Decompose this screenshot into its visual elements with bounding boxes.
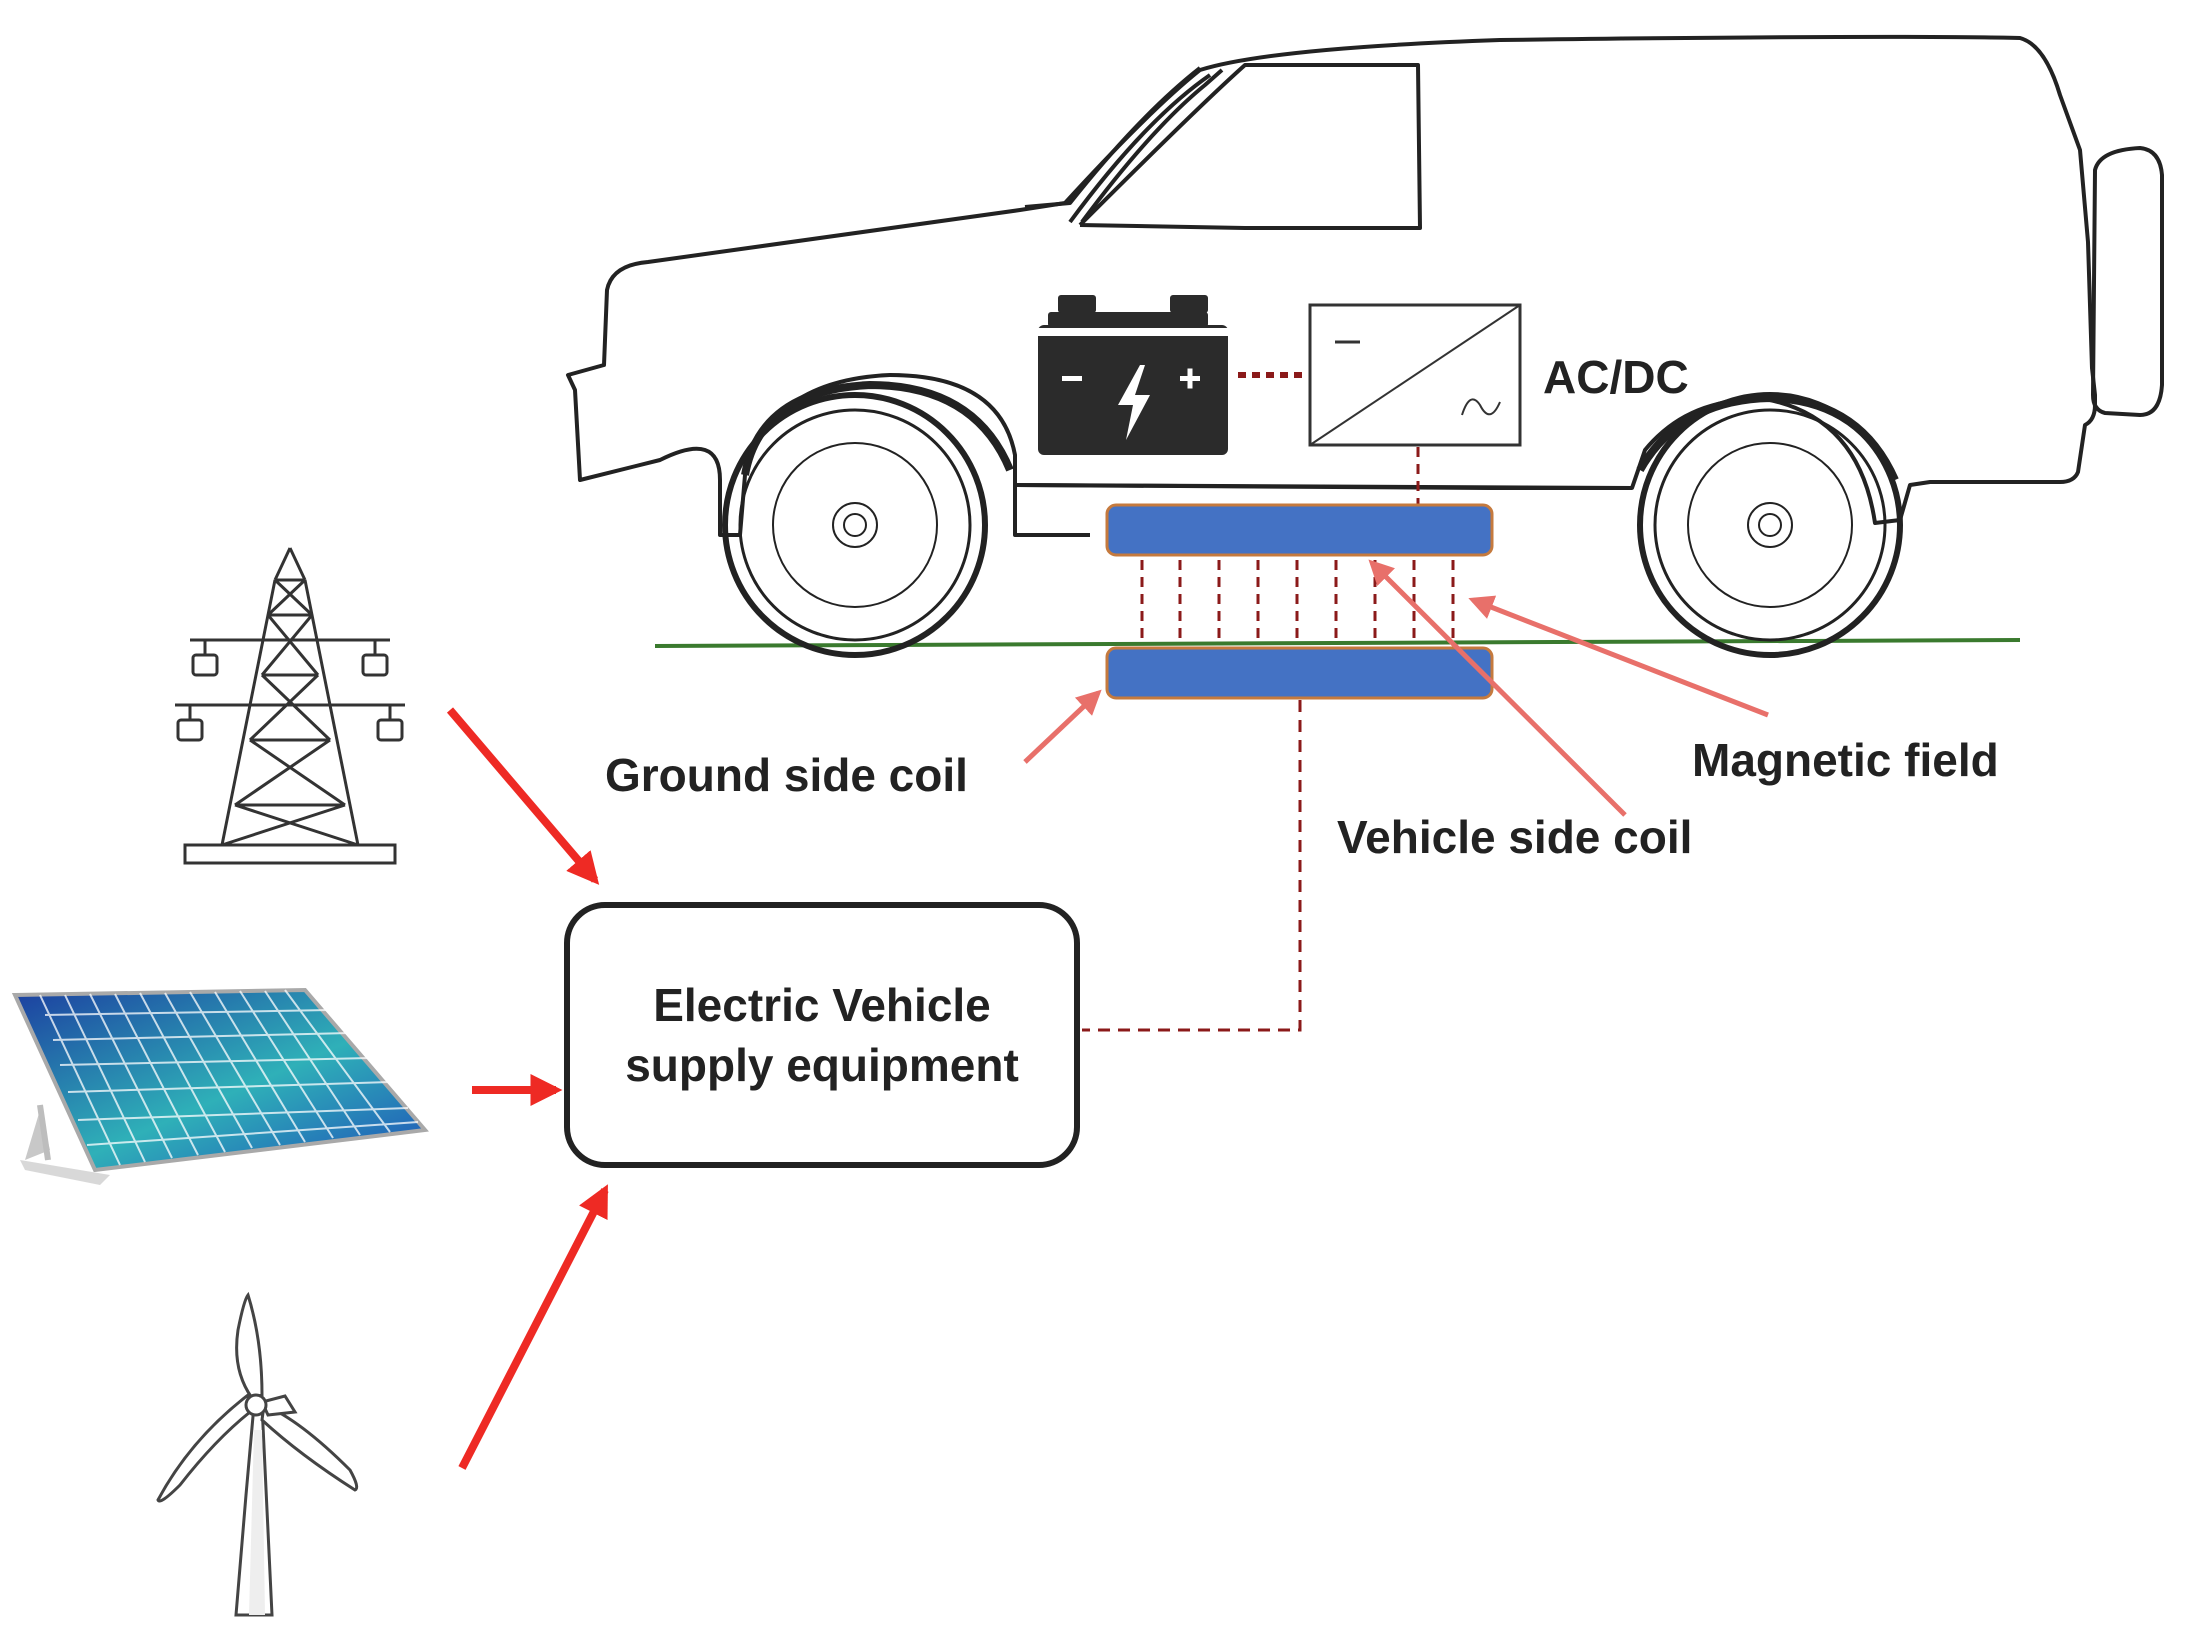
rear-wheel [1637,392,1903,658]
ac-dc-label: AC/DC [1543,351,1689,403]
battery-icon [1038,295,1228,455]
supply-equipment-line1: Electric Vehicle [653,979,991,1031]
supply-coil-link [1082,700,1302,1032]
ground-side-coil-label: Ground side coil [605,749,968,801]
label-arrows [1023,559,1769,817]
wind-turbine-icon [156,1291,359,1617]
front-wheel [722,392,988,658]
ground-line [654,638,2021,648]
ground-side-coil [1105,646,1494,700]
supply-equipment-label: Electric Vehicle supply equipment [567,905,1077,1165]
source-arrows [446,707,609,1470]
transmission-tower-icon [175,547,405,865]
supply-equipment-line2: supply equipment [625,1039,1019,1091]
vehicle-outline [566,34,2164,537]
magnetic-field-label: Magnetic field [1692,734,1999,786]
magnetic-field-lines [1140,560,1455,645]
vehicle-side-coil [1105,503,1494,557]
converter-icon [1308,303,1522,447]
vehicle-side-coil-label: Vehicle side coil [1337,811,1693,863]
supply-equipment-box [564,902,1080,1168]
solar-panel-icon [11,987,429,1185]
